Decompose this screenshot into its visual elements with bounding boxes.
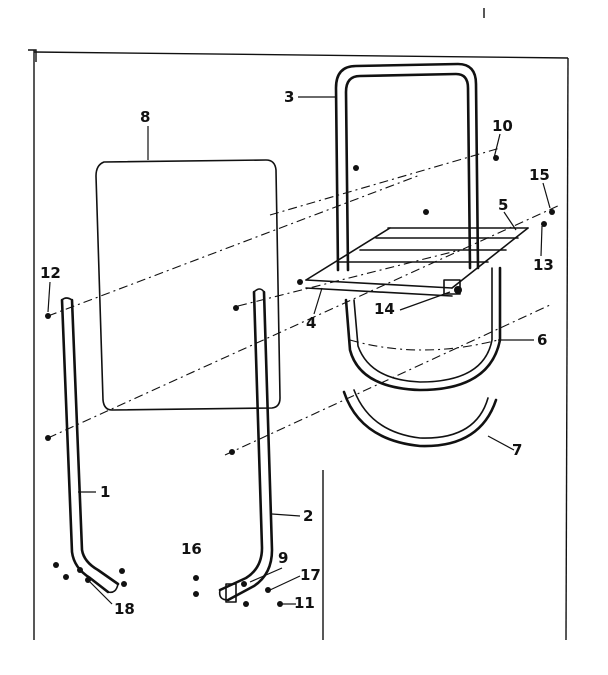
- hardware: [45, 155, 555, 607]
- callout-1: 1: [100, 483, 110, 501]
- seat-slats: [305, 227, 529, 297]
- right-side-leg: [218, 288, 274, 602]
- callout-labels: 1 2 3 4 5 6 7 8 9 10 11 12 13 14 15 16 1…: [40, 88, 554, 618]
- callout-2: 2: [303, 507, 313, 525]
- callout-12: 12: [40, 264, 61, 282]
- callout-14: 14: [374, 300, 395, 318]
- callout-13: 13: [533, 256, 554, 274]
- callout-15: 15: [529, 166, 550, 184]
- callout-11: 11: [294, 594, 315, 612]
- callout-8: 8: [140, 108, 150, 126]
- callout-leaders: [47, 96, 551, 605]
- callout-5: 5: [498, 196, 508, 214]
- callout-16: 16: [181, 540, 202, 558]
- callout-9: 9: [278, 549, 288, 567]
- callout-18: 18: [114, 600, 135, 618]
- handle-frame: [334, 62, 480, 272]
- seat-basket: [344, 266, 502, 392]
- seat-back-panel: [95, 159, 281, 411]
- callout-3: 3: [284, 88, 294, 106]
- curved-strap: [342, 389, 498, 448]
- callout-17: 17: [300, 566, 321, 584]
- assembly-lines: [47, 147, 561, 456]
- callout-4: 4: [306, 314, 316, 332]
- callout-6: 6: [537, 331, 547, 349]
- callout-10: 10: [492, 117, 513, 135]
- left-side-leg: [60, 297, 120, 594]
- drawing-frame: [28, 8, 569, 641]
- callout-7: 7: [512, 441, 522, 459]
